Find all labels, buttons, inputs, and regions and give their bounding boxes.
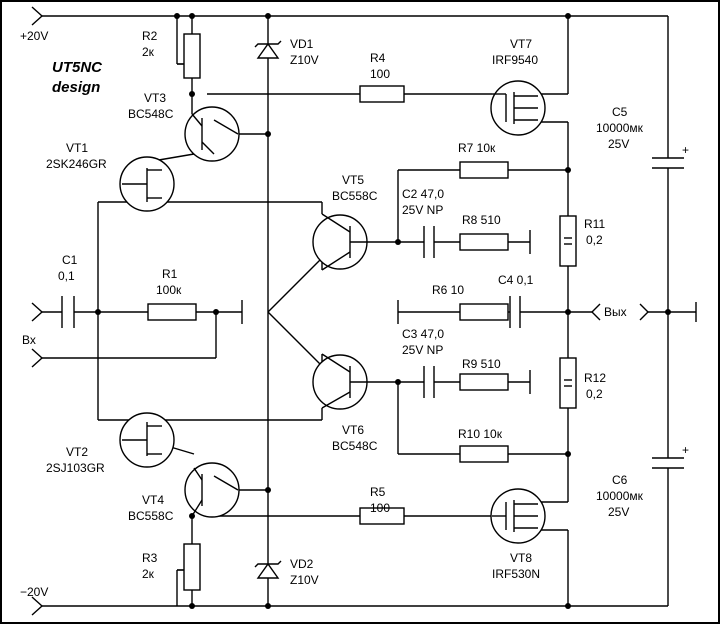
r7-label: R7 10к — [458, 141, 496, 155]
vt6-type: BC548C — [332, 439, 378, 453]
r3-value: 2к — [142, 567, 155, 581]
output-label: Вых — [604, 305, 627, 319]
r5-name: R5 — [370, 485, 386, 499]
r3-name: R3 — [142, 551, 158, 565]
r6-label: R6 10 — [432, 283, 464, 297]
vt1-name: VT1 — [66, 141, 88, 155]
r10-label: R10 10к — [458, 427, 503, 441]
vd1-name: VD1 — [290, 37, 314, 51]
c4-label: C4 0,1 — [498, 273, 534, 287]
c3-line2: 25V NP — [402, 343, 443, 357]
r6-resistor — [459, 303, 509, 321]
c6-value: 10000мк — [596, 489, 644, 503]
c5-value: 10000мк — [596, 121, 644, 135]
r11-resistor — [559, 215, 577, 267]
r12-resistor — [559, 357, 577, 409]
c1-value: 0,1 — [58, 269, 75, 283]
vt6-npn-transistor — [312, 353, 368, 410]
design-title-line2: design — [52, 79, 100, 96]
vt4-type: BC558C — [128, 509, 174, 523]
input-label: Вх — [22, 333, 36, 347]
r9-label: R9 510 — [462, 357, 501, 371]
r4-resistor — [359, 85, 405, 103]
c5-voltage: 25V — [608, 137, 629, 151]
vt2-name: VT2 — [66, 445, 88, 459]
vt1-type: 2SK246GR — [46, 157, 107, 171]
r8-resistor — [459, 233, 509, 251]
c1-name: C1 — [62, 253, 78, 267]
r12-name: R12 — [584, 371, 606, 385]
r8-label: R8 510 — [462, 213, 501, 227]
vt2-jfet — [119, 412, 175, 468]
vt2-type: 2SJ103GR — [46, 461, 105, 475]
c1-capacitor — [61, 296, 75, 328]
r11-value: 0,2 — [586, 233, 603, 247]
r4-name: R4 — [370, 51, 386, 65]
junction-dots — [95, 13, 671, 609]
pos-rail-label: +20V — [20, 29, 48, 43]
vt5-pnp-transistor — [312, 213, 368, 271]
c5-plus: + — [682, 143, 689, 157]
vt4-name: VT4 — [142, 493, 164, 507]
r1-name: R1 — [162, 267, 178, 281]
vt8-n-mosfet — [490, 488, 546, 544]
c6-voltage: 25V — [608, 505, 629, 519]
vt3-name: VT3 — [144, 91, 166, 105]
vd2-name: VD2 — [290, 557, 314, 571]
r2-value: 2к — [142, 45, 155, 59]
vt3-type: BC548C — [128, 107, 174, 121]
vt4-pnp-transistor — [184, 462, 240, 518]
vt5-type: BC558C — [332, 189, 378, 203]
c2-capacitor — [423, 226, 435, 258]
r3-potentiometer — [177, 543, 201, 591]
r12-value: 0,2 — [586, 387, 603, 401]
design-title-line1: UT5NC — [52, 59, 103, 76]
r11-name: R11 — [584, 217, 605, 231]
c3-line1: C3 47,0 — [402, 327, 444, 341]
c4-capacitor — [509, 296, 521, 328]
vd2-zener-diode — [254, 560, 282, 579]
vd1-type: Z10V — [290, 53, 319, 67]
vt7-name: VT7 — [510, 37, 532, 51]
c6-capacitor — [652, 457, 684, 469]
c6-name: C6 — [612, 473, 628, 487]
r5-value: 100 — [370, 501, 390, 515]
r9-resistor — [459, 373, 509, 391]
r4-value: 100 — [370, 67, 390, 81]
c5-capacitor — [652, 157, 684, 169]
r1-resistor — [147, 303, 197, 321]
r2-name: R2 — [142, 29, 158, 43]
vt7-p-mosfet — [490, 80, 546, 136]
c2-line1: C2 47,0 — [402, 187, 444, 201]
neg-rail-label: −20V — [20, 585, 48, 599]
c5-name: C5 — [612, 105, 628, 119]
vt1-jfet — [119, 156, 175, 212]
vd2-type: Z10V — [290, 573, 319, 587]
vt7-type: IRF9540 — [492, 53, 538, 67]
r2-potentiometer — [177, 33, 201, 79]
c6-plus: + — [682, 443, 689, 457]
c3-capacitor — [423, 366, 435, 398]
vt3-npn-transistor — [184, 106, 240, 162]
r7-resistor — [459, 161, 509, 179]
c2-line2: 25V NP — [402, 203, 443, 217]
r1-value: 100к — [156, 283, 182, 297]
vt5-name: VT5 — [342, 173, 364, 187]
r10-resistor — [459, 445, 509, 463]
vt8-type: IRF530N — [492, 567, 540, 581]
r5-resistor — [359, 507, 405, 525]
vd1-zener-diode — [254, 40, 282, 59]
vt8-name: VT8 — [510, 551, 532, 565]
vt6-name: VT6 — [342, 423, 364, 437]
